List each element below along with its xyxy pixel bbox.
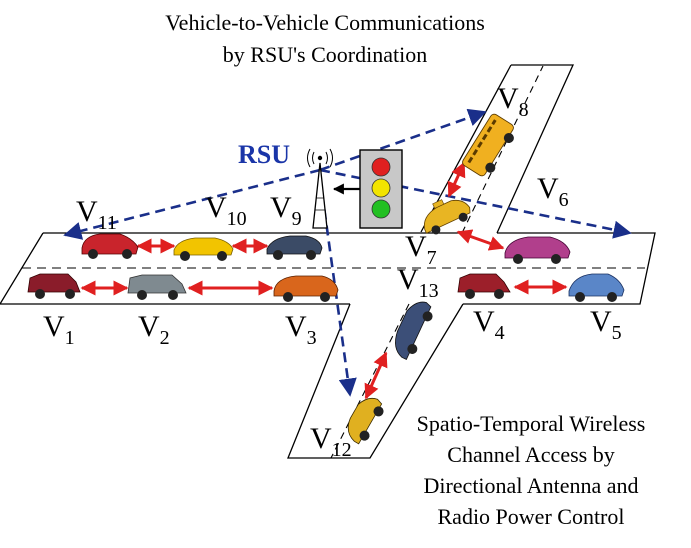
vehicle-label-v4: V4: [473, 305, 505, 344]
vehicle-label-v2: V2: [138, 310, 170, 349]
diagonal-lane-divider-upper: [461, 65, 544, 234]
vehicle-car-icon-v13: [395, 301, 433, 360]
diagram-title-line2: by RSU's Coordination: [223, 42, 427, 67]
vehicle-label-v12: V12: [310, 422, 352, 461]
vehicle-car-icon-v2: [127, 274, 187, 300]
rsu-link-v8: [319, 108, 487, 172]
vehicle-taxi-icon-v7: [423, 199, 471, 235]
v2v-link-v7-v6: [456, 229, 505, 251]
vehicle-label-v8: V8: [497, 82, 529, 121]
traffic-light-icon: [332, 149, 403, 229]
vehicle-label-v11: V11: [76, 195, 117, 234]
rsu-label: RSU: [238, 140, 290, 169]
note-line4: Radio Power Control: [438, 504, 625, 529]
vehicle-car-icon-v11: [81, 233, 139, 259]
vehicle-bus-icon-v8: [462, 113, 514, 177]
note-line2: Channel Access by: [447, 442, 614, 467]
vehicle-label-v9: V9: [270, 191, 302, 230]
vehicle-label-v13: V13: [397, 263, 439, 302]
vehicle-label-v3: V3: [285, 310, 317, 349]
note-line3: Directional Antenna and: [423, 473, 638, 498]
rsu-link-v11: [63, 168, 321, 240]
rsu-antenna-icon: [307, 148, 333, 229]
v2v-link-v13-v12: [364, 351, 388, 400]
horizontal-road-edge-top-right: [463, 232, 656, 305]
vehicle-label-v1: V1: [43, 310, 75, 349]
diagonal-road-edge-upper-right: [496, 64, 575, 234]
vehicle-car-icon-v12: [347, 397, 384, 445]
diagram-title-line1: Vehicle-to-Vehicle Communications: [165, 10, 485, 35]
vehicle-car-icon-v6: [504, 236, 571, 264]
vehicle-label-v6: V6: [537, 172, 569, 211]
vehicle-car-icon-v3: [273, 275, 339, 302]
diagonal-lane-divider-lower: [330, 303, 410, 459]
vehicle-car-icon-v10: [173, 237, 234, 261]
v2v-link-v8-v7: [447, 161, 466, 198]
horizontal-road-edge-left: [0, 232, 350, 305]
vehicle-label-v10: V10: [205, 191, 247, 230]
vehicle-car-icon-v1: [27, 273, 81, 299]
vehicle-label-v5: V5: [590, 305, 622, 344]
diagonal-road-edge-lower-left: [287, 303, 464, 459]
vehicle-car-icon-v5: [568, 273, 625, 302]
v2v-links: [80, 161, 568, 400]
vehicle-car-icon-v9: [266, 235, 323, 260]
road-network: [0, 64, 656, 459]
vehicle-car-icon-v4: [457, 273, 511, 299]
note-line1: Spatio-Temporal Wireless: [417, 411, 646, 436]
vehicle-label-v7: V7: [405, 230, 437, 269]
